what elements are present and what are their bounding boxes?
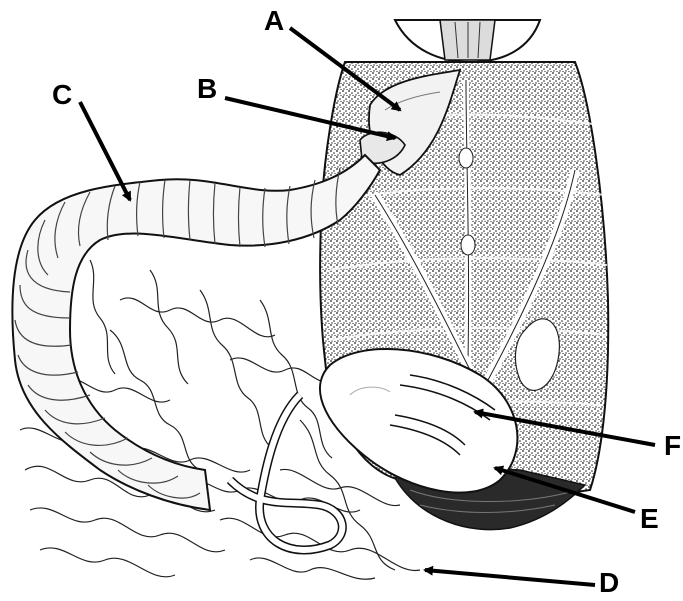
- label-a: A: [264, 5, 284, 36]
- label-f: F: [664, 430, 681, 461]
- insect-head: [395, 20, 540, 62]
- looped-tube: [230, 395, 342, 550]
- label-e: E: [640, 503, 659, 534]
- label-c: C: [52, 79, 72, 110]
- label-b: B: [197, 73, 217, 104]
- arrow-c: [80, 102, 130, 200]
- arrow-d: [425, 570, 595, 585]
- label-d: D: [599, 567, 619, 596]
